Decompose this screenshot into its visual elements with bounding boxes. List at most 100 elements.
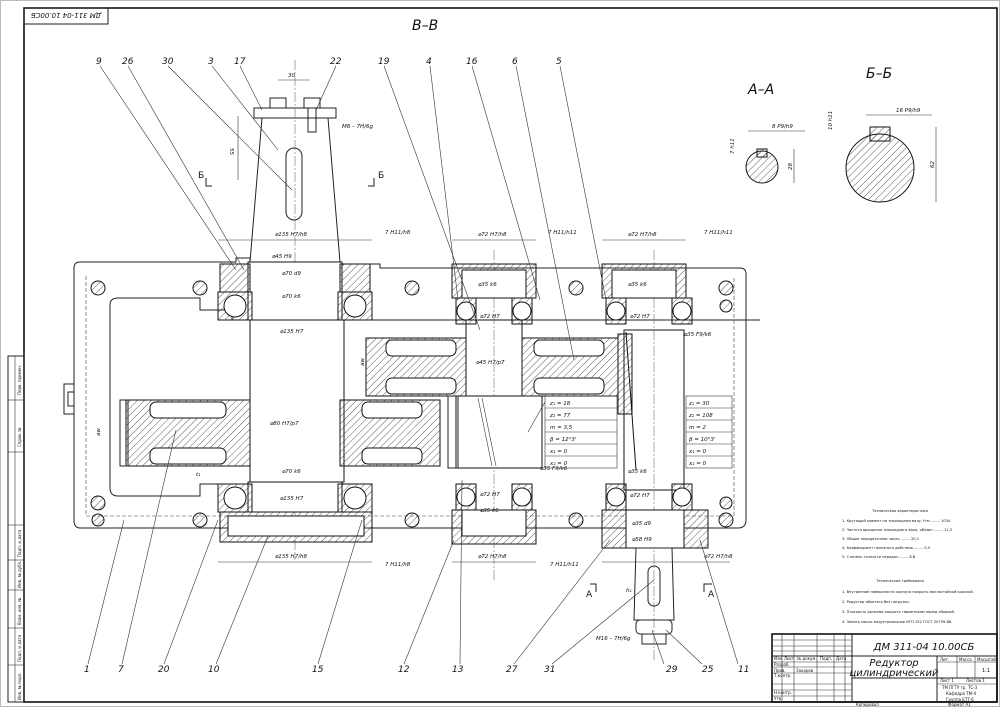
callout-top-8: 16 <box>466 57 478 67</box>
gear1-param-0: z₁ = 18 <box>549 401 571 407</box>
dimensions-top: ⌀135 Н7/h8 7 Н11/h8 ⌀72 Н7/h8 7 Н11/h11 … <box>96 73 733 594</box>
pinion-shaft <box>447 395 543 469</box>
tb-header-3: Подп. <box>820 656 832 661</box>
tb-name-line1: Редуктор <box>869 658 918 669</box>
req-item-3: 4. Залить масло индустриальное ИГП-152 Г… <box>842 620 952 624</box>
strip-label-3: Инв. № дубл. <box>17 561 22 588</box>
fit-top-4: ⌀72 Н7/h8 <box>628 232 657 238</box>
section-title-vv: В–В <box>412 18 438 34</box>
fit-top-5: 7 Н11/h11 <box>704 230 733 236</box>
tb-org-1: Кафедра ТМ-4 <box>946 691 977 696</box>
callout-top-9: 6 <box>512 57 518 67</box>
copied-label: Копировал <box>856 702 879 707</box>
callout-top-7: 4 <box>426 57 432 67</box>
callout-top-5: 22 <box>330 57 342 67</box>
tb-org-2: Группа ЕТТ-6 <box>946 697 974 702</box>
callout-bottom-9: 29 <box>666 665 678 675</box>
technical-requirements: Технические требования 1. Внутренние пов… <box>842 579 974 624</box>
sec-b-depth: 10 h11 <box>828 111 834 130</box>
section-markers: Б Б А А <box>198 171 715 600</box>
gear2-param-3: β = 10°3' <box>689 437 715 443</box>
fit-bottom-2: ⌀72 Н7/h8 <box>478 554 507 560</box>
gear1-param-5: x₂ = 0 <box>549 461 568 467</box>
fit-top-0: ⌀135 Н7/h8 <box>275 232 308 238</box>
strip-label-6: Инв. № подл. <box>17 672 22 700</box>
callout-top-4: 17 <box>234 57 246 67</box>
right-fit-2: ⌀35 F9/k6 <box>684 332 712 338</box>
spec-item-0: 1. Крутящий момент на тихоходном валу, Н… <box>842 519 951 523</box>
fit-top-1: 7 Н11/h8 <box>385 230 411 236</box>
tb-role-0: Разраб. <box>774 662 790 667</box>
t1-dim: t₁ <box>196 472 200 478</box>
shaft-fit-2: ⌀70 k6 <box>282 294 301 300</box>
left-strip: Перв. примен. Справ. № Подп. и дата Инв.… <box>7 355 25 703</box>
gear2-param-4: x₁ = 0 <box>688 449 707 455</box>
tb-header-2: № докум. <box>797 656 817 661</box>
callout-top-1: 26 <box>122 57 134 67</box>
thread-top-dim: М8 – 7Н/6g <box>342 124 373 130</box>
fit-bottom-3: 7 Н11/h11 <box>550 562 579 568</box>
key-spacing-dim: 30 <box>288 73 295 79</box>
callout-top-3: 3 <box>208 57 214 67</box>
tb-header-4: Дата <box>836 656 847 661</box>
tb-role-3: Н.контр. <box>774 690 792 695</box>
tb-scale-label: Масштаб <box>977 657 997 662</box>
section-b-b: 16 P9/h9 10 h11 62 <box>828 108 937 203</box>
tb-name-line2: цилиндрический <box>849 668 939 679</box>
callout-bottom-10: 25 <box>702 665 714 675</box>
gear-table-2: z₁ = 30 z₂ = 108 m = 2 β = 10°3' x₁ = 0 … <box>685 395 733 469</box>
section-marker-a-right: А <box>708 590 715 600</box>
right-fit-0: ⌀35 k6 <box>628 282 647 288</box>
specs-title: Техническая характеристика <box>871 509 928 513</box>
thread-bottom-dim: М16 – 7Н/6g <box>596 636 631 642</box>
shaft-fit-3: ⌀135 Н7 <box>280 329 304 335</box>
output-shaft <box>247 60 345 560</box>
gear1-param-2: m = 3,5 <box>550 425 573 431</box>
sec-a-depth: 7 h11 <box>730 138 736 154</box>
aw-dim-2: aw <box>360 358 366 366</box>
tb-role-4: Утв. <box>774 696 782 701</box>
fit-bottom-4: ⌀72 Н7/h8 <box>704 554 733 560</box>
gearbox-housing <box>63 257 760 529</box>
tb-designation: ДМ 311-04 10.00СБ <box>873 642 975 653</box>
rotated-code-text: ДМ 311-04 10.00СБ <box>31 11 103 19</box>
callout-top-6: 19 <box>378 57 390 67</box>
gear1-param-3: β = 12°3' <box>550 437 576 443</box>
inner-fit-5: ⌀35 F9/k6 <box>540 466 568 472</box>
tb-sheet-label: Лист 1 <box>940 678 954 683</box>
h1-dim: h₁ <box>626 588 632 594</box>
shaft-fit-6: ⌀135 Н7 <box>280 496 304 502</box>
format-label: Формат А1 <box>948 702 971 707</box>
tb-header-1: Лист <box>784 656 795 661</box>
section-marker-b-left: Б <box>198 171 204 181</box>
spec-item-2: 3. Общее передаточное число ........ 20,… <box>842 537 919 541</box>
gear-table-1: z₁ = 18 z₂ = 77 m = 3,5 β = 12°3' x₁ = 0… <box>527 395 618 469</box>
callout-bottom-3: 10 <box>208 665 220 675</box>
tb-role-2: Т.контр. <box>773 673 791 678</box>
callout-bottom-2: 20 <box>158 665 170 675</box>
fit-top-3: 7 Н11/h11 <box>548 230 577 236</box>
right-fit-1: ⌀72 Н7 <box>630 314 650 320</box>
section-marker-b-right: Б <box>378 171 384 181</box>
callout-bottom-4: 15 <box>312 665 324 675</box>
req-item-2: 3. Плоскость разъема покрыть герметиком … <box>842 610 955 614</box>
tb-sheets-label: Листов 1 <box>966 678 985 683</box>
housing-bolts <box>90 280 734 528</box>
gear1-param-1: z₂ = 77 <box>549 413 571 419</box>
shaft-fit-1: ⌀70 d9 <box>282 271 302 277</box>
inner-fit-2: ⌀45 Н7/р7 <box>476 360 505 366</box>
callout-bottom-6: 13 <box>452 665 464 675</box>
tb-mass-label: Масса <box>959 657 972 662</box>
strip-label-4: Взам. инв. № <box>17 598 22 625</box>
inner-fit-4: ⌀72 Н7 <box>480 492 500 498</box>
callout-bottom-5: 12 <box>398 665 410 675</box>
section-title-bb: Б–Б <box>866 66 892 82</box>
technical-specs: Техническая характеристика 1. Крутящий м… <box>842 509 952 559</box>
inner-fit-1: ⌀72 Н7 <box>480 314 500 320</box>
tb-developer: Захаров <box>796 668 814 673</box>
rotated-code-stamp: ДМ 311-04 10.00СБ <box>23 7 109 25</box>
gear2-param-0: z₁ = 30 <box>688 401 710 407</box>
right-fit-5: ⌀35 d9 <box>632 521 652 527</box>
section-marker-a-left: А <box>586 590 593 600</box>
